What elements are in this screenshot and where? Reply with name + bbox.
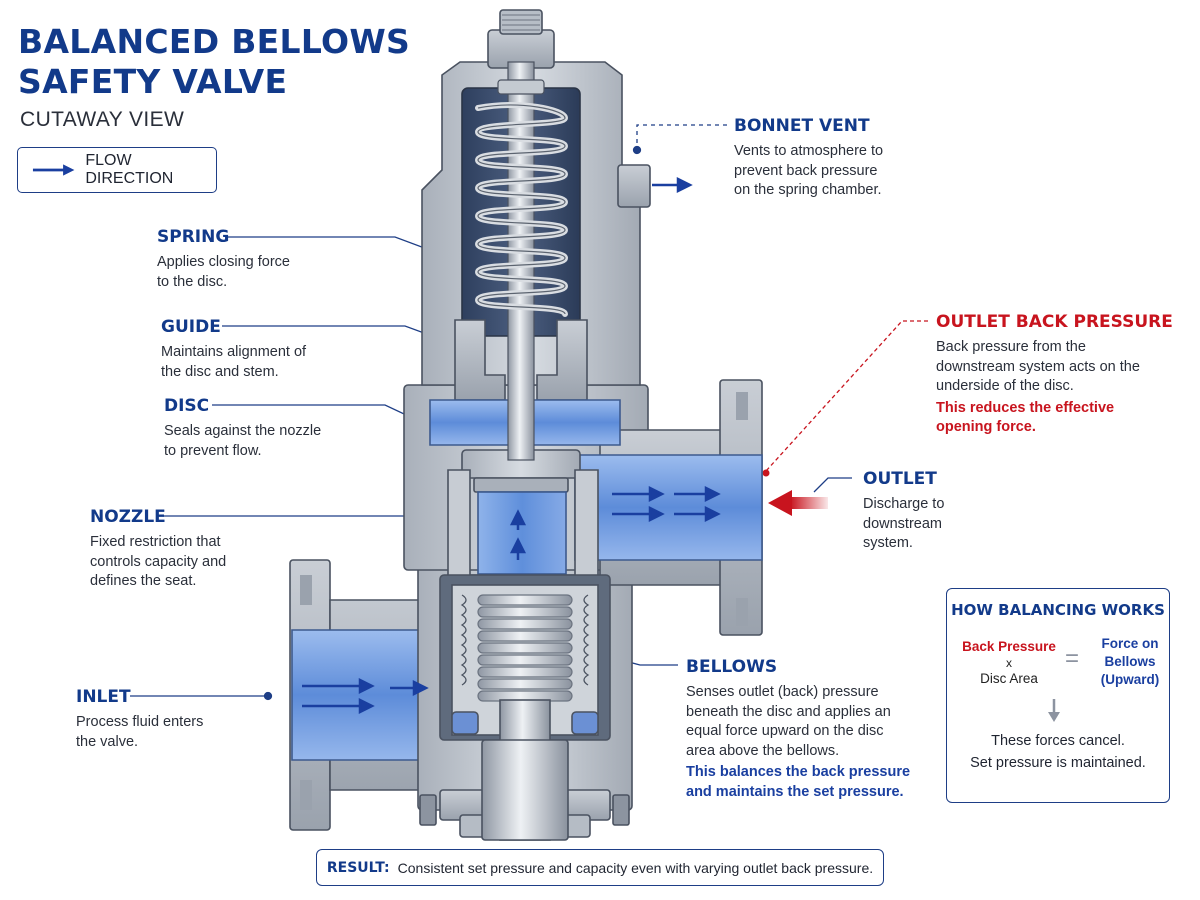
label-bonnet-vent: BONNET VENT Vents to atmosphere to preve…	[734, 116, 883, 201]
label-disc: DISC Seals against the nozzle to prevent…	[164, 396, 321, 461]
label-bonnet-vent-line2: prevent back pressure	[734, 162, 878, 179]
leader-bonnet-vent	[636, 124, 727, 148]
force-line3: (Upward)	[1100, 672, 1160, 687]
how-balancing-box: HOW BALANCING WORKS Back Pressure x Disc…	[946, 588, 1170, 803]
title-line-2: SAFETY VALVE	[18, 62, 288, 101]
times-sign: x	[1006, 656, 1012, 670]
result-line2: Set pressure is maintained.	[970, 755, 1146, 771]
label-guide-line1: Maintains alignment of	[161, 344, 307, 360]
label-outlet-line2: downstream	[863, 515, 942, 532]
label-obp-note1: This reduces the effective	[936, 399, 1115, 416]
label-guide-title: GUIDE	[161, 317, 221, 337]
label-inlet-line2: the valve.	[76, 733, 139, 750]
label-outlet-title: OUTLET	[863, 469, 937, 489]
label-nozzle-line1: Fixed restriction that	[90, 534, 221, 550]
stem	[497, 61, 545, 461]
leader-outlet-back-pressure	[765, 320, 928, 472]
label-bellows-line3: equal force upward on the disc	[686, 723, 884, 739]
result-bar: RESULT: Consistent set pressure and capa…	[316, 849, 884, 886]
label-nozzle: NOZZLE Fixed restriction that controls c…	[90, 507, 226, 592]
label-obp-line1: Back pressure from the	[936, 339, 1086, 355]
leader-outlet	[813, 477, 852, 493]
label-spring-line2: to the disc.	[157, 273, 228, 290]
flow-direction-legend: FLOW DIRECTION	[17, 147, 217, 193]
legend-label: FLOW DIRECTION	[85, 152, 174, 187]
label-nozzle-line3: defines the seat.	[90, 573, 197, 589]
page-subtitle: CUTAWAY VIEW	[20, 108, 185, 131]
force-on-bellows-term: Force on Bellows (Upward)	[1095, 635, 1165, 689]
back-pressure-label: Back Pressure	[962, 639, 1056, 654]
label-outlet-back-pressure-title: OUTLET BACK PRESSURE	[936, 312, 1173, 332]
label-bellows-line1: Senses outlet (back) pressure	[686, 684, 879, 700]
label-outlet-line1: Discharge to	[863, 496, 945, 512]
label-bellows-title: BELLOWS	[686, 657, 778, 677]
vent-arrow	[652, 176, 693, 194]
label-guide: GUIDE Maintains alignment of the disc an…	[161, 317, 306, 382]
label-bellows-line2: beneath the disc and applies an	[686, 703, 891, 720]
force-line1: Force on	[1101, 636, 1159, 651]
label-guide-line2: the disc and stem.	[161, 363, 279, 380]
label-bellows-line4: area above the bellows.	[686, 742, 840, 759]
label-outlet-line3: system.	[863, 535, 913, 551]
back-pressure-arrow	[768, 490, 828, 516]
label-obp-line3: underside of the disc.	[936, 378, 1074, 394]
label-outlet: OUTLET Discharge to downstream system.	[863, 469, 944, 554]
label-bonnet-vent-title: BONNET VENT	[734, 116, 870, 136]
label-disc-line1: Seals against the nozzle	[164, 423, 322, 439]
label-bellows-note1: This balances the back pressure	[686, 764, 911, 780]
label-inlet: INLET Process fluid enters the valve.	[76, 687, 203, 752]
result-text: Consistent set pressure and capacity eve…	[397, 859, 874, 876]
label-outlet-back-pressure: OUTLET BACK PRESSURE Back pressure from …	[936, 312, 1173, 438]
back-pressure-term: Back Pressure x Disc Area	[961, 639, 1057, 687]
result-label: RESULT:	[326, 859, 390, 876]
label-disc-line2: to prevent flow.	[164, 442, 262, 459]
title-line-1: BALANCED BELLOWS	[18, 22, 411, 61]
disc-area-label: Disc Area	[980, 671, 1038, 686]
right-arrow-icon	[32, 164, 75, 176]
equals-sign: =	[1065, 645, 1080, 672]
how-balancing-title: HOW BALANCING WORKS	[951, 601, 1165, 619]
label-inlet-title: INLET	[76, 687, 131, 707]
page-title: BALANCED BELLOWS SAFETY VALVE	[18, 22, 410, 102]
label-obp-note2: opening force.	[936, 419, 1036, 435]
label-nozzle-title: NOZZLE	[90, 507, 166, 527]
label-bonnet-vent-line1: Vents to atmosphere to	[734, 143, 884, 159]
label-bellows-note2: and maintains the set pressure.	[686, 783, 904, 800]
down-arrow-icon	[1048, 699, 1060, 722]
result-line1: These forces cancel.	[991, 733, 1125, 749]
label-bonnet-vent-line3: on the spring chamber.	[734, 182, 882, 198]
label-inlet-line1: Process fluid enters	[76, 714, 204, 730]
flow-arrows	[302, 485, 721, 715]
label-nozzle-line2: controls capacity and	[90, 553, 227, 570]
how-balancing-result: These forces cancel. Set pressure is mai…	[947, 730, 1169, 774]
label-spring: SPRING Applies closing force to the disc…	[157, 227, 290, 292]
label-bellows: BELLOWS Senses outlet (back) pressure be…	[686, 657, 910, 802]
force-line2: Bellows	[1104, 654, 1156, 669]
label-disc-title: DISC	[164, 396, 210, 416]
label-obp-line2: downstream system acts on the	[936, 358, 1140, 375]
label-spring-title: SPRING	[157, 227, 230, 247]
label-spring-line1: Applies closing force	[157, 254, 290, 270]
